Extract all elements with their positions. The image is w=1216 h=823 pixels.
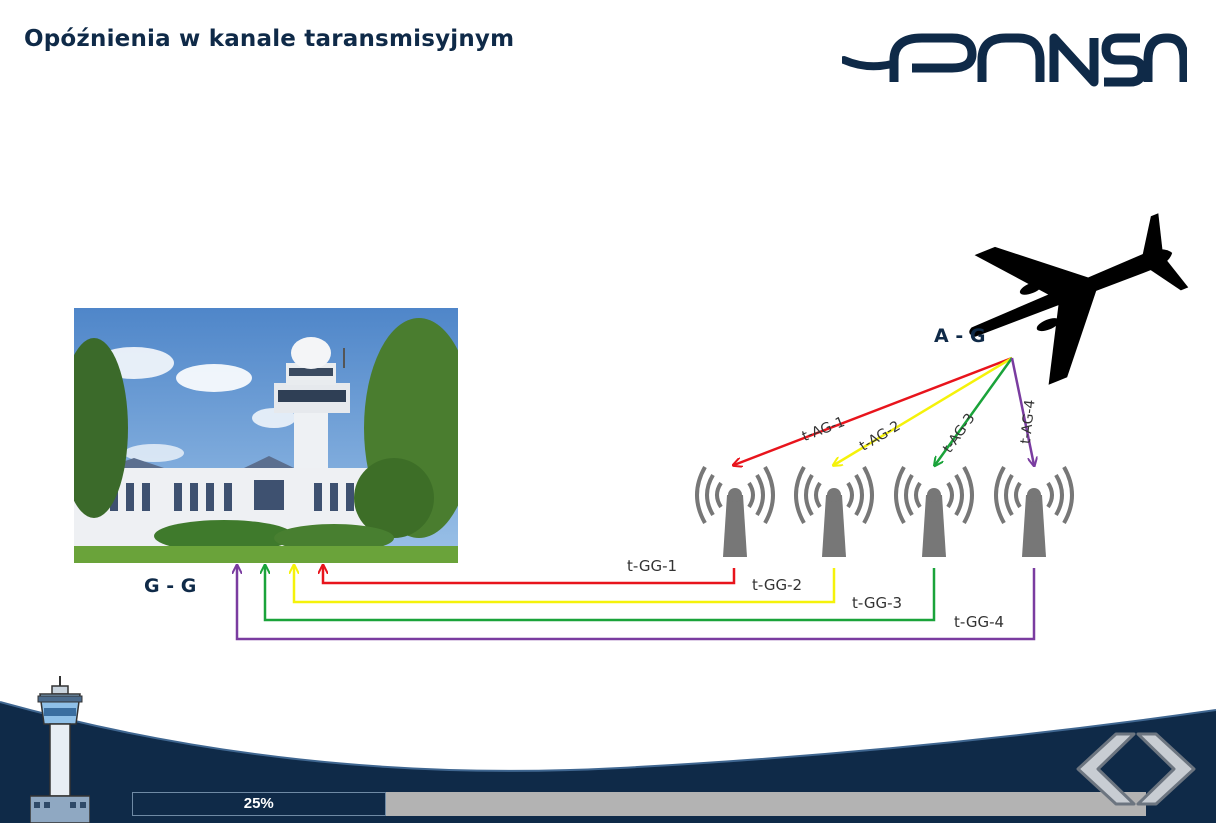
gg-delay-label-2: t-GG-2 bbox=[752, 576, 803, 594]
control-tower-icon bbox=[30, 676, 90, 823]
slide-title: Opóźnienia w kanale taransmisyjnym bbox=[24, 26, 515, 52]
gg-link-2 bbox=[294, 566, 836, 604]
air-ground-label: A - G bbox=[934, 325, 986, 347]
gg-link-1 bbox=[323, 566, 736, 585]
next-slide-button[interactable] bbox=[1136, 730, 1200, 808]
gg-delay-label-3: t-GG-3 bbox=[852, 594, 903, 612]
gg-delay-label-1: t-GG-1 bbox=[627, 557, 678, 575]
gg-delay-label-4: t-GG-4 bbox=[954, 613, 1005, 631]
ground-ground-label: G - G bbox=[144, 575, 197, 597]
gg-link-4 bbox=[237, 566, 1036, 641]
progress-label: 25% bbox=[243, 795, 274, 812]
previous-slide-button[interactable] bbox=[1072, 730, 1136, 808]
ag-link-2 bbox=[834, 356, 1013, 465]
ag-link-3 bbox=[935, 357, 1014, 465]
radio-tower-icon bbox=[894, 466, 974, 557]
chevron-left-icon bbox=[1076, 732, 1136, 806]
transmission-diagram bbox=[0, 213, 1189, 641]
pansa-logo bbox=[842, 33, 1187, 87]
atc-building-photo bbox=[74, 308, 458, 563]
radio-tower-icon bbox=[994, 466, 1074, 557]
gg-link-3 bbox=[265, 566, 936, 622]
ag-link-1 bbox=[734, 356, 1013, 465]
progress-bar: 25% bbox=[132, 792, 1146, 816]
radio-tower-icon bbox=[794, 466, 874, 557]
radio-tower-icon bbox=[695, 466, 775, 557]
airplane-icon bbox=[969, 213, 1189, 385]
progress-fill bbox=[132, 792, 386, 816]
chevron-right-icon bbox=[1136, 732, 1196, 806]
ag-link-4 bbox=[1010, 357, 1034, 465]
